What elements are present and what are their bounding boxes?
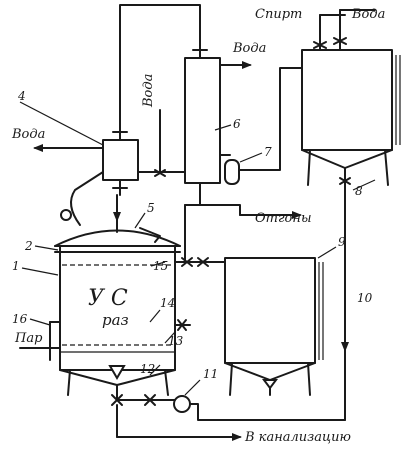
vessel-outlet-lines	[174, 204, 226, 331]
spirit-tank	[301, 9, 401, 201]
callout-4: 4	[17, 89, 26, 103]
label-voda-top-center: Вода	[232, 41, 266, 56]
callout-9: 9	[338, 235, 346, 249]
label-par: Пар	[14, 331, 43, 346]
distillate-line	[184, 67, 303, 219]
callout-1: 1	[12, 259, 20, 273]
column-condenser	[154, 44, 252, 206]
callout-13: 13	[168, 334, 184, 348]
callout-5: 5	[147, 201, 155, 215]
collector-tank	[224, 257, 324, 396]
callout-7: 7	[264, 145, 272, 159]
callout-6: 6	[233, 117, 241, 131]
callout-14: 14	[160, 296, 175, 310]
callout-10: 10	[357, 291, 373, 305]
callout-15: 15	[153, 259, 168, 273]
condenser	[33, 126, 166, 222]
vessel-inscription-1: У С	[88, 286, 128, 311]
callout-11: 11	[203, 367, 218, 381]
callout-16: 16	[12, 312, 28, 326]
callout-2: 2	[24, 239, 33, 253]
steam-jacket	[19, 321, 61, 361]
label-kanalizaciya: В канализацию	[244, 430, 351, 445]
label-voda-left: Вода	[11, 127, 45, 142]
callout-8: 8	[355, 184, 363, 198]
label-voda-top-right: Вода	[351, 7, 385, 22]
vessel-inscription-2: раз	[102, 311, 129, 329]
label-voda-vertical: Вода	[141, 74, 156, 108]
label-otgony: Отгоны	[255, 211, 312, 226]
leader-lines	[19, 101, 376, 396]
flow-indicator	[219, 154, 251, 185]
callout-12: 12	[140, 362, 155, 376]
label-spirt: Спирт	[255, 7, 302, 22]
pressure-gauge	[60, 171, 104, 226]
top-water-line	[119, 4, 201, 128]
drain-piping	[111, 384, 346, 441]
